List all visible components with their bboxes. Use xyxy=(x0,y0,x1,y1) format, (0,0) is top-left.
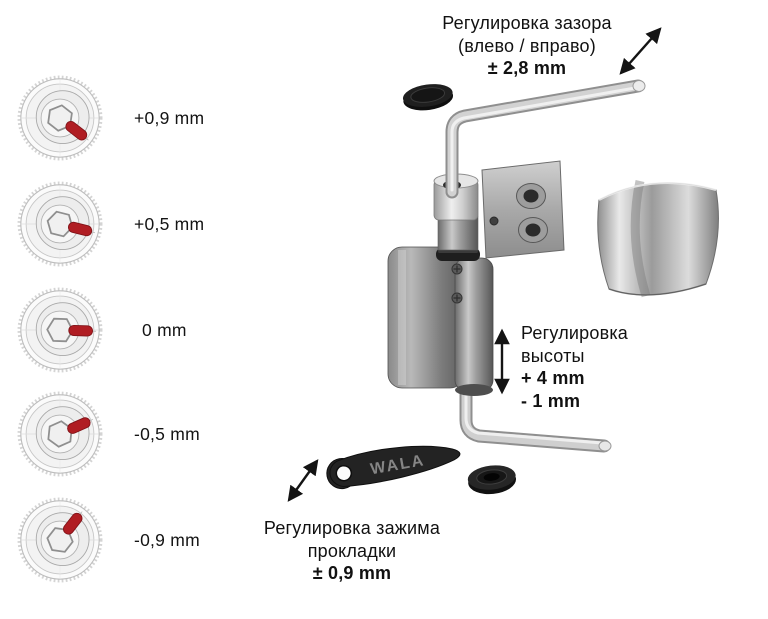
dial-indicator xyxy=(46,317,97,343)
spacer-ring xyxy=(436,248,480,261)
annotation-line: Регулировка зазора xyxy=(442,13,612,33)
annotation-line: Регулировка xyxy=(521,323,629,343)
annotation-value: ± 0,9 mm xyxy=(312,563,392,583)
dial-indicator xyxy=(47,104,89,141)
dial-row: +0,9 mm xyxy=(16,74,204,162)
gap-annotation: Регулировка зазора (влево / вправо) ± 2,… xyxy=(397,12,657,80)
dial-indicator xyxy=(47,417,94,448)
annotation-line: высоты xyxy=(521,345,585,366)
clamp-arrow-icon xyxy=(287,459,319,502)
gap-arrow-icon xyxy=(619,27,662,75)
top-cap xyxy=(402,84,454,111)
dial-value-label: -0,5 mm xyxy=(134,423,200,444)
height-annotation: Регулировка высоты + 4 mm - 1 mm xyxy=(521,322,691,412)
hinge-body xyxy=(387,246,494,396)
adjustment-dial-icon xyxy=(17,75,103,161)
annotation-value: + 4 mm xyxy=(521,368,585,388)
red-indicator-mark xyxy=(65,121,88,141)
clamp-annotation: Регулировка зажима прокладки ± 0,9 mm xyxy=(222,517,482,585)
dial-value-label: +0,9 mm xyxy=(134,107,205,128)
annotation-value: - 1 mm xyxy=(521,390,581,411)
adjustment-dial-icon xyxy=(17,391,103,477)
dial-value-label: -0,9 mm xyxy=(134,529,200,550)
annotation-value: ± 2,8 mm xyxy=(487,58,567,78)
dial-row: +0,5 mm xyxy=(16,180,204,268)
annotation-line: прокладки xyxy=(307,540,397,561)
hex-key-top-icon xyxy=(443,79,646,199)
cover-plate xyxy=(597,180,719,298)
hex-key-bottom-icon xyxy=(459,345,612,453)
dial-row: -0,9 mm xyxy=(16,496,200,584)
grommet xyxy=(467,465,517,495)
gasket-tool: WALA xyxy=(326,445,461,490)
annotation-line: Регулировка зажима xyxy=(263,518,441,538)
adjustment-dial-icon xyxy=(17,497,103,583)
dial-value-label: 0 mm xyxy=(142,319,187,340)
adjustment-dial-icon xyxy=(17,181,103,267)
adjustment-dial-icon xyxy=(17,287,103,373)
dial-value-label: +0,5 mm xyxy=(134,213,205,234)
mounting-plate xyxy=(481,160,565,259)
red-indicator-mark xyxy=(67,417,91,434)
red-indicator-mark xyxy=(63,512,83,535)
dial-row: 0 mm xyxy=(16,286,187,374)
dial-indicator xyxy=(46,210,96,238)
annotation-line: (влево / вправо) xyxy=(458,35,596,56)
red-indicator-mark xyxy=(68,324,93,337)
dial-row: -0,5 mm xyxy=(16,390,200,478)
red-indicator-mark xyxy=(67,221,93,237)
dial-indicator xyxy=(46,511,83,553)
